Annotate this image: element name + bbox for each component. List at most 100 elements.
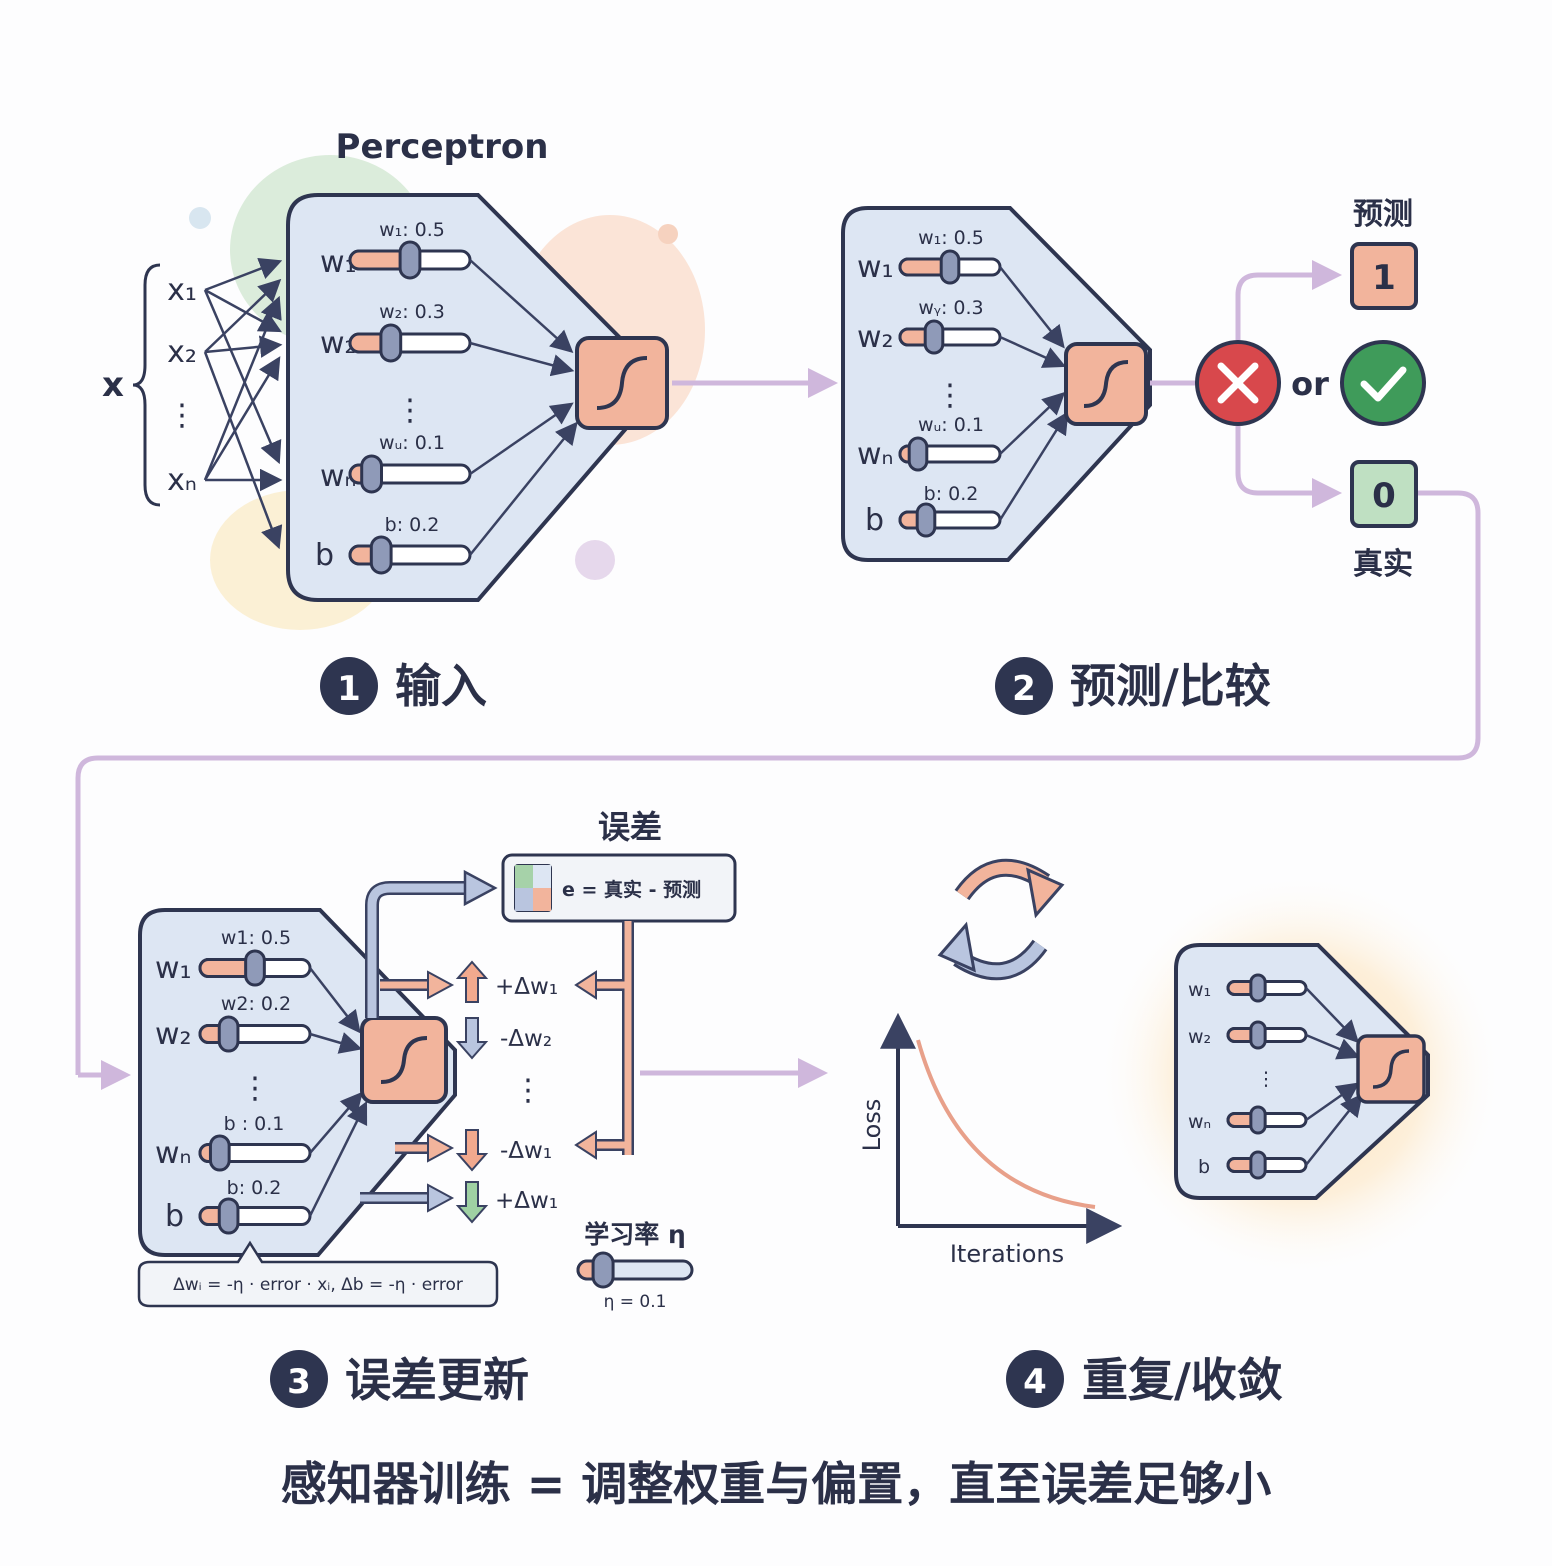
predict-box <box>1350 242 1418 310</box>
error-formula: e = 真实 - 预测 <box>562 878 701 901</box>
weight-label-w2: w₂ <box>1188 1026 1211 1048</box>
activation-neuron-3 <box>360 1016 448 1104</box>
stage-1: Perceptron x x₁ x₂ ⋮ xₙ w₁ w₂ ⋮ wₙ b w₁:… <box>102 127 838 715</box>
slider-caption-w2: wᵧ: 0.3 <box>918 297 983 319</box>
input-brace <box>132 263 161 507</box>
step-badge-1 <box>320 657 378 715</box>
slider-caption-wn: wᵤ: 0.1 <box>379 432 445 454</box>
branch-to-true <box>1235 426 1342 508</box>
check-icon <box>1360 366 1407 402</box>
slider-knob-1 <box>217 1015 240 1053</box>
stage-4: Loss Iterations w₁ w₂ ⋮ wₙ b 4 重复/收敛 <box>858 858 1505 1408</box>
slider-knob-0 <box>939 249 961 285</box>
step-number-4: 4 <box>1023 1362 1047 1402</box>
slider-knob-0 <box>398 240 422 280</box>
input-vector-label: x <box>102 365 124 405</box>
error-flow-head <box>463 869 498 907</box>
activation-neuron-4 <box>1356 1034 1426 1104</box>
slider-caption-b: b: 0.2 <box>385 514 440 536</box>
sigmoid-icon <box>596 356 648 410</box>
deco-dot <box>189 207 211 229</box>
step-number-3: 3 <box>287 1362 311 1402</box>
slider-to-neuron-arrows <box>469 259 578 556</box>
delta-down-icon <box>455 1181 489 1224</box>
slider-knob-2 <box>1249 1105 1267 1135</box>
slider-caption-w1: w1: 0.5 <box>221 927 291 949</box>
lr-knob <box>591 1251 615 1289</box>
activation-neuron-2 <box>1064 342 1148 426</box>
step-number-1: 1 <box>337 669 361 709</box>
error-bracket-outline <box>590 921 634 1155</box>
delta-1: +Δw₁ <box>495 974 558 1000</box>
error-title: 误差 <box>598 808 662 846</box>
stage-3: w₁ w₂ ⋮ wₙ b w1: 0.5 w2: 0.2 b : 0.1 b: … <box>137 808 828 1408</box>
weight-label-wn: wₙ <box>857 437 894 472</box>
weight-ellipsis: ⋮ <box>395 393 425 428</box>
learning-rate-slider <box>576 1251 694 1289</box>
true-box <box>1350 460 1418 528</box>
perceptron-panel-2 <box>841 206 1152 562</box>
input-x1: x₁ <box>167 273 197 308</box>
weight-ellipsis: ⋮ <box>935 378 965 413</box>
bias-label-b: b <box>315 538 334 573</box>
slider-to-neuron-arrows-2 <box>998 266 1069 521</box>
bracket-head-top <box>574 970 597 1000</box>
delta-3: -Δw₁ <box>500 1138 552 1164</box>
slider-caption-b: b: 0.2 <box>227 1177 282 1199</box>
slider-knob-3 <box>915 502 937 538</box>
converged-perceptron-panel <box>1174 943 1430 1200</box>
deco-dot <box>575 540 615 580</box>
slider-caption-wn: wᵤ: 0.1 <box>918 414 984 436</box>
update-rule-callout <box>137 1240 499 1308</box>
error-mark <box>1195 340 1281 426</box>
weight-label-w2: w₂ <box>155 1017 192 1052</box>
slider-caption-b: b: 0.2 <box>924 483 979 505</box>
delta-down-icon <box>455 1017 489 1060</box>
bracket-head-bottom <box>574 1130 597 1160</box>
error-formula-box <box>501 853 737 923</box>
delta-down-icon <box>455 1129 489 1172</box>
weight-label-w1: w₁ <box>857 250 894 285</box>
slider-caption-wn: b : 0.1 <box>224 1113 285 1135</box>
delta-4: +Δw₁ <box>495 1188 558 1214</box>
step-label-3: 误差更新 <box>345 1353 529 1407</box>
sigmoid-icon <box>1083 360 1129 408</box>
loss-axis-label: Loss <box>858 1099 886 1152</box>
sigmoid-icon <box>1372 1049 1410 1089</box>
iterations-axis-label: Iterations <box>950 1240 1064 1268</box>
deco-dot <box>658 224 678 244</box>
step-label-2: 预测/比较 <box>1070 659 1271 713</box>
slider-knob-0 <box>244 949 266 987</box>
weight-ellipsis: ⋮ <box>1257 1068 1276 1090</box>
step-number-2: 2 <box>1012 669 1036 709</box>
weight-ellipsis: ⋮ <box>240 1071 270 1106</box>
weight-label-w1: w₁ <box>1188 979 1211 1001</box>
stage-2: w₁ w₂ ⋮ wₙ b w₁: 0.5 wᵧ: 0.3 wᵤ: 0.1 b: … <box>841 197 1426 715</box>
slider-knob-2 <box>907 436 929 472</box>
input-ellipsis: ⋮ <box>167 398 197 433</box>
perceptron-title: Perceptron <box>336 127 549 167</box>
slider-caption-w1: w₁: 0.5 <box>918 227 984 249</box>
slider-knob-1 <box>923 319 945 355</box>
bias-label-b: b <box>165 1199 184 1234</box>
slider-knob-1 <box>1249 1020 1267 1050</box>
weight-sliders-3 <box>198 949 312 1235</box>
correct-mark <box>1340 340 1426 426</box>
activation-neuron <box>575 336 669 430</box>
weight-sliders <box>348 240 472 575</box>
slider-knob-3 <box>369 535 393 575</box>
step-label-4: 重复/收敛 <box>1082 1353 1283 1407</box>
slider-caption-w1: w₁: 0.5 <box>379 219 445 241</box>
slider-caption-w2: w₂: 0.3 <box>379 301 445 323</box>
step-badge-4 <box>1006 1350 1064 1408</box>
input-x2: x₂ <box>167 335 197 370</box>
weight-sliders-2 <box>898 249 1002 538</box>
loop-connector <box>75 490 1481 1075</box>
input-xn: xₙ <box>167 463 197 498</box>
branch-to-predict <box>1235 260 1342 342</box>
step-badge-3 <box>270 1350 328 1408</box>
update-rule-formula: Δwᵢ = -η · error · xᵢ, Δb = -η · error <box>173 1275 463 1295</box>
input-connections <box>203 257 283 550</box>
